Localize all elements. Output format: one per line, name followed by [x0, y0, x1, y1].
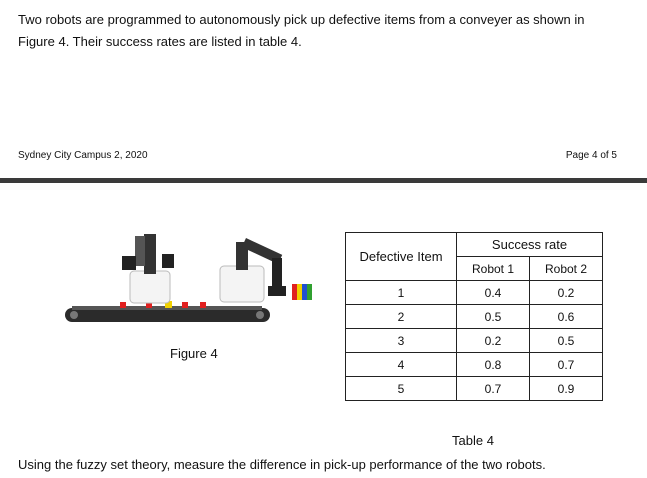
robot-conveyor-figure	[65, 234, 312, 322]
table-caption: Table 4	[452, 433, 494, 448]
table-row: 1 0.4 0.2	[345, 280, 603, 305]
item-red-3	[182, 302, 188, 308]
cell-robot-2: 0.2	[529, 280, 603, 305]
cell-robot-1: 0.4	[456, 280, 530, 305]
table-row: 4 0.8 0.7	[345, 352, 603, 377]
robot-1	[122, 234, 174, 304]
cell-robot-2: 0.7	[529, 352, 603, 377]
intro-paragraph: Two robots are programmed to autonomousl…	[18, 9, 638, 53]
figure-caption: Figure 4	[170, 346, 218, 361]
table-header-row: Defective Item Success rate	[345, 232, 603, 281]
cell-robot-2: 0.5	[529, 328, 603, 353]
table-row: 2 0.5 0.6	[345, 304, 603, 329]
intro-line-1: Two robots are programmed to autonomousl…	[18, 12, 585, 27]
cell-item: 4	[345, 352, 457, 377]
header-robot-1: Robot 1	[456, 256, 530, 281]
item-yellow	[165, 301, 172, 308]
cell-item: 1	[345, 280, 457, 305]
robot-2	[219, 238, 286, 303]
cell-item: 2	[345, 304, 457, 329]
page-divider	[0, 178, 647, 183]
cell-robot-1: 0.8	[456, 352, 530, 377]
table-subheader-row: Robot 1 Robot 2	[346, 256, 603, 281]
table-row: 3 0.2 0.5	[345, 328, 603, 353]
header-success-rate: Success rate	[456, 232, 603, 257]
table-row: 5 0.7 0.9	[345, 376, 603, 401]
cell-robot-2: 0.9	[529, 376, 603, 401]
header-robot-2: Robot 2	[529, 256, 603, 281]
cell-robot-1: 0.5	[456, 304, 530, 329]
cell-robot-1: 0.7	[456, 376, 530, 401]
footer-page-number: Page 4 of 5	[565, 150, 617, 161]
conveyor-belt	[65, 306, 270, 322]
intro-line-2: Figure 4. Their success rates are listed…	[18, 34, 302, 49]
color-blocks	[292, 284, 312, 300]
cell-item: 3	[345, 328, 457, 353]
cell-robot-2: 0.6	[529, 304, 603, 329]
header-defective-item: Defective Item	[345, 232, 457, 281]
item-red	[120, 302, 126, 308]
cell-robot-1: 0.2	[456, 328, 530, 353]
question-text: Using the fuzzy set theory, measure the …	[18, 457, 546, 472]
item-red-2	[146, 302, 152, 308]
cell-item: 5	[345, 376, 457, 401]
item-red-4	[200, 302, 206, 308]
success-rate-table: Defective Item Success rate Robot 1 Robo…	[345, 232, 603, 401]
footer-campus: Sydney City Campus 2, 2020	[18, 150, 148, 161]
